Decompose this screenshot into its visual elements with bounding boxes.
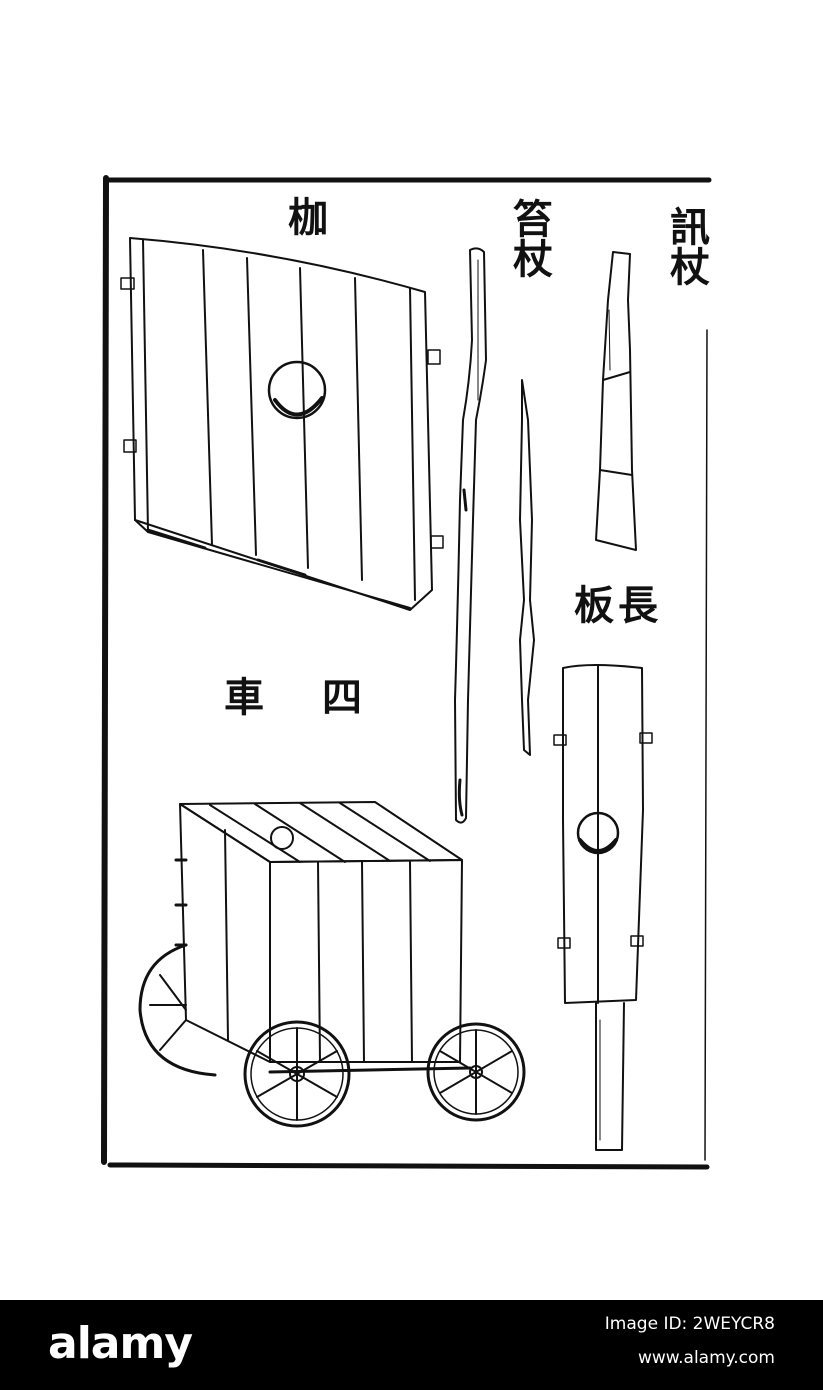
flogging-stick-illustration [454,247,487,824]
thin-rod-illustration [519,379,535,756]
book-page: 枷 笞杖 訊杖 板長 車 四 [101,175,712,1170]
site-url-text: www.alamy.com [637,1348,775,1368]
cangue-illustration [120,237,444,611]
prison-cart-illustration [138,801,526,1128]
woodblock-illustration [101,175,712,1170]
interrogation-stick-illustration [595,251,637,551]
interrogation-stick-label: 訊杖 [663,206,710,286]
stock-photo-footer: alamy Image ID: 2WEYCR8 www.alamy.com [0,1300,823,1390]
cangue-label: 枷 [288,194,328,241]
alamy-logo: alamy [48,1318,193,1369]
prison-cart-label-si: 四 [322,674,362,721]
long-board-label: 板長 [574,584,662,628]
page-frame [101,175,712,1170]
prison-cart-label-che: 車 [224,674,264,721]
long-board-label-ban: 板 [574,582,618,629]
flogging-stick-label: 笞杖 [506,198,553,278]
image-id-text: Image ID: 2WEYCR8 [604,1314,775,1334]
long-board-illustration [553,664,653,1151]
long-board-label-chang: 長 [618,582,662,629]
